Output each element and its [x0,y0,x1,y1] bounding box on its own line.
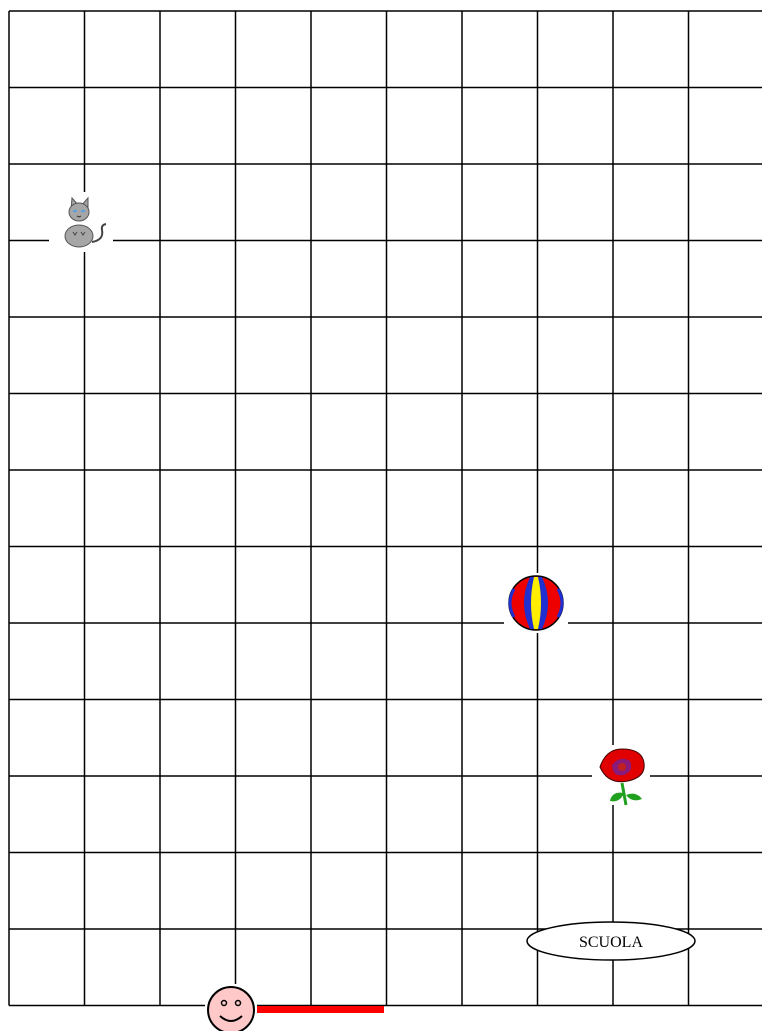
red-path-segment [256,1006,384,1013]
school-marker: SCUOLA [527,922,695,960]
cat-icon [49,192,113,252]
school-label: SCUOLA [579,934,643,951]
rose-icon [592,745,650,805]
smiley-face-icon [205,984,257,1031]
ball-icon [504,573,568,633]
